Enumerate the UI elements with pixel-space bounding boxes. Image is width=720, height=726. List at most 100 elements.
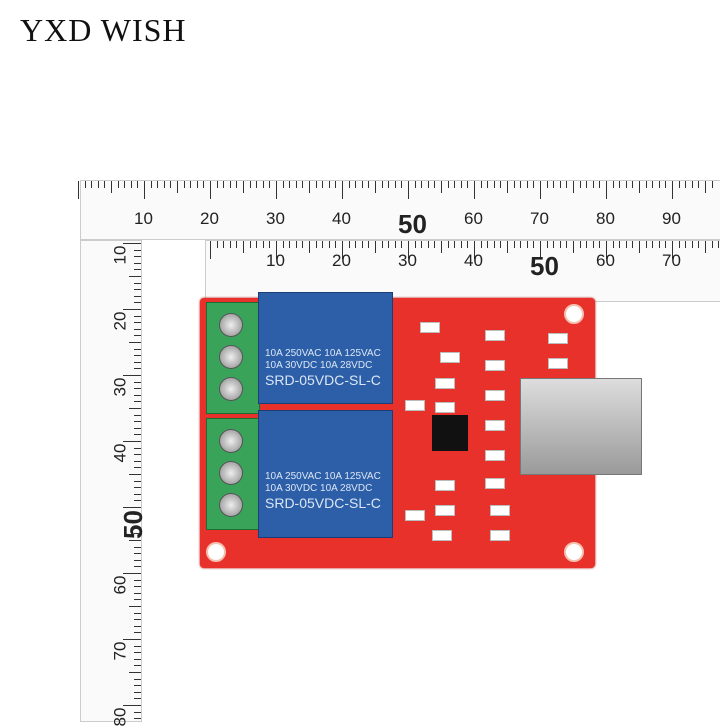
smd-component xyxy=(405,400,425,411)
ruler-label: 50 xyxy=(530,251,559,281)
tick xyxy=(256,241,258,248)
tick xyxy=(566,181,568,188)
tick xyxy=(368,241,370,248)
tick xyxy=(134,335,141,337)
smd-component xyxy=(485,420,505,431)
tick xyxy=(216,181,218,188)
tick xyxy=(705,241,706,253)
tick xyxy=(460,241,462,248)
relay-2: 10A 250VAC 10A 125VAC 10A 30VDC 10A 28VD… xyxy=(258,410,393,538)
tick xyxy=(134,652,141,654)
tick xyxy=(619,181,621,188)
tick xyxy=(342,241,343,259)
tick xyxy=(487,181,489,188)
tick xyxy=(129,606,141,607)
smd-component xyxy=(420,322,440,333)
smd-component xyxy=(485,390,505,401)
tick xyxy=(441,241,442,253)
tick xyxy=(434,241,436,248)
tick xyxy=(672,181,673,199)
tick xyxy=(361,241,363,248)
screw-terminal-2 xyxy=(206,418,260,530)
ruler-label: 40 xyxy=(110,443,130,463)
tick xyxy=(123,705,141,706)
tick xyxy=(243,181,244,193)
tick xyxy=(289,241,291,248)
tick xyxy=(520,241,522,248)
smd-component xyxy=(432,530,452,541)
tick xyxy=(645,241,647,248)
tick xyxy=(579,181,581,188)
tick xyxy=(480,181,482,188)
tick xyxy=(134,586,141,588)
tick xyxy=(91,181,93,188)
tick xyxy=(355,181,357,188)
tick xyxy=(129,276,141,277)
tick xyxy=(134,718,141,720)
tick xyxy=(302,241,304,248)
tick xyxy=(361,181,363,188)
tick xyxy=(500,181,502,188)
tick xyxy=(639,181,640,193)
tick xyxy=(639,241,640,253)
tick xyxy=(262,181,264,188)
tick xyxy=(632,181,634,188)
tick xyxy=(592,181,594,188)
tick xyxy=(612,241,614,248)
tick xyxy=(134,454,141,456)
tick xyxy=(526,181,528,188)
tick xyxy=(134,262,141,264)
ruler-label: 20 xyxy=(200,209,219,228)
relay-model: SRD-05VDC-SL-C xyxy=(265,495,381,511)
tick xyxy=(586,241,588,248)
tick xyxy=(210,181,211,199)
tick xyxy=(269,181,271,188)
tick xyxy=(129,408,141,409)
tick xyxy=(513,241,515,248)
relay-rating-1: 10A 250VAC 10A 125VAC xyxy=(265,471,381,482)
tick xyxy=(414,181,416,188)
tick xyxy=(533,241,535,248)
relay-1: 10A 250VAC 10A 125VAC 10A 30VDC 10A 28VD… xyxy=(258,292,393,404)
tick xyxy=(375,181,376,193)
tick xyxy=(243,241,244,253)
mount-hole xyxy=(564,304,584,324)
tick xyxy=(196,181,198,188)
smd-component xyxy=(490,505,510,516)
tick xyxy=(408,181,409,199)
tick xyxy=(134,619,141,621)
tick xyxy=(322,181,324,188)
tick xyxy=(718,241,720,248)
tick xyxy=(134,553,141,555)
tick xyxy=(427,181,429,188)
tick xyxy=(645,181,647,188)
tick xyxy=(612,181,614,188)
tick xyxy=(134,328,141,330)
brand-watermark: YXD WISH xyxy=(20,12,187,48)
tick xyxy=(606,181,607,199)
tick xyxy=(134,302,141,304)
tick xyxy=(625,241,627,248)
mount-hole xyxy=(206,542,226,562)
tick xyxy=(295,181,297,188)
ruler-label: 80 xyxy=(110,707,130,726)
tick xyxy=(134,427,141,429)
tick xyxy=(394,181,396,188)
screw-terminal-1 xyxy=(206,302,260,414)
tick xyxy=(427,241,429,248)
tick xyxy=(134,533,141,535)
tick xyxy=(394,241,396,248)
tick xyxy=(262,241,264,248)
ruler-label: 90 xyxy=(662,209,681,228)
tick xyxy=(134,289,141,291)
tick xyxy=(134,599,141,601)
relay-rating-2: 10A 30VDC 10A 28VDC xyxy=(265,360,373,371)
tick xyxy=(592,241,594,248)
tick xyxy=(97,181,99,188)
tick xyxy=(134,579,141,581)
smd-component xyxy=(548,358,568,369)
tick xyxy=(619,241,621,248)
ruler-label: 40 xyxy=(464,251,483,270)
tick xyxy=(711,181,713,188)
tick xyxy=(134,665,141,667)
